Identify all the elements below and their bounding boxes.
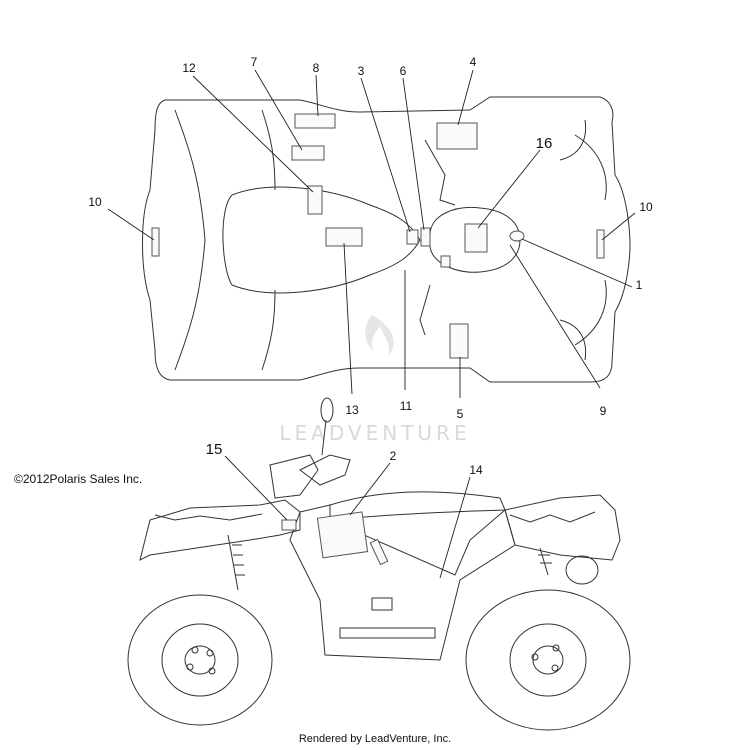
callouts-side: 15 2 14	[206, 441, 483, 477]
atv-side-view	[127, 397, 631, 731]
leader-lines-top	[107, 69, 636, 398]
footwell-lower	[419, 284, 431, 336]
decal-8	[294, 113, 336, 129]
front-tire	[465, 589, 631, 731]
callout-14: 14	[469, 463, 483, 477]
callout-1: 1	[636, 278, 643, 292]
atv-top-view	[142, 96, 631, 383]
footrest	[339, 627, 436, 639]
callouts-top: 12 7 8 3 6 4 16 10 10 1 9 11 13 5	[88, 55, 653, 421]
decal-labels-side	[281, 511, 389, 566]
decal-5	[449, 323, 469, 359]
seat-outline	[222, 186, 421, 294]
footer-credit: Rendered by LeadVenture, Inc.	[298, 733, 452, 745]
callout-10-front: 10	[639, 200, 653, 214]
callout-13: 13	[345, 403, 359, 417]
decal-12	[307, 185, 323, 215]
decal-3	[406, 229, 419, 245]
decal-4	[436, 122, 478, 150]
callout-6: 6	[400, 64, 407, 78]
callout-16: 16	[536, 135, 553, 152]
callout-9: 9	[600, 404, 607, 418]
decal-16	[464, 223, 488, 253]
watermark: LEADVENTURE	[279, 315, 470, 445]
decal-labels-top	[151, 113, 605, 359]
rear-rim	[161, 623, 239, 697]
rear-tire	[127, 594, 273, 726]
front-fender-upper	[574, 134, 607, 201]
copyright-notice: ©2012Polaris Sales Inc.	[14, 472, 143, 486]
callout-4: 4	[470, 55, 477, 69]
decal-10-front	[596, 229, 605, 259]
decal-2-side	[316, 511, 369, 559]
watermark-text: LEADVENTURE	[279, 421, 470, 445]
callout-10-rear: 10	[88, 195, 102, 209]
callout-11: 11	[400, 399, 413, 413]
leader-lines-side	[224, 455, 471, 579]
decal-6	[420, 227, 431, 247]
footwell-upper	[424, 139, 456, 206]
decal-15-side	[281, 519, 297, 531]
decal-11	[440, 255, 451, 268]
rear-fender-edge	[174, 109, 206, 371]
hood	[269, 454, 319, 499]
callout-15: 15	[206, 441, 223, 458]
exhaust	[565, 555, 599, 585]
callout-8: 8	[313, 61, 320, 75]
callout-2: 2	[390, 449, 397, 463]
handlebar	[299, 454, 351, 486]
decal-7	[291, 145, 325, 161]
front-rim	[509, 623, 587, 697]
decal-1	[509, 230, 525, 242]
callout-3: 3	[358, 64, 365, 78]
mirror	[320, 397, 334, 423]
front-shock	[538, 547, 552, 576]
front-fender	[504, 494, 621, 561]
callout-12: 12	[182, 61, 196, 75]
top-body-outline	[142, 96, 631, 383]
callout-5: 5	[457, 407, 464, 421]
decal-10-rear	[151, 227, 160, 257]
rear-shock	[227, 534, 245, 591]
front-fender-lower	[574, 279, 607, 346]
watermark-flame-icon	[365, 315, 394, 356]
callout-7: 7	[251, 55, 258, 69]
